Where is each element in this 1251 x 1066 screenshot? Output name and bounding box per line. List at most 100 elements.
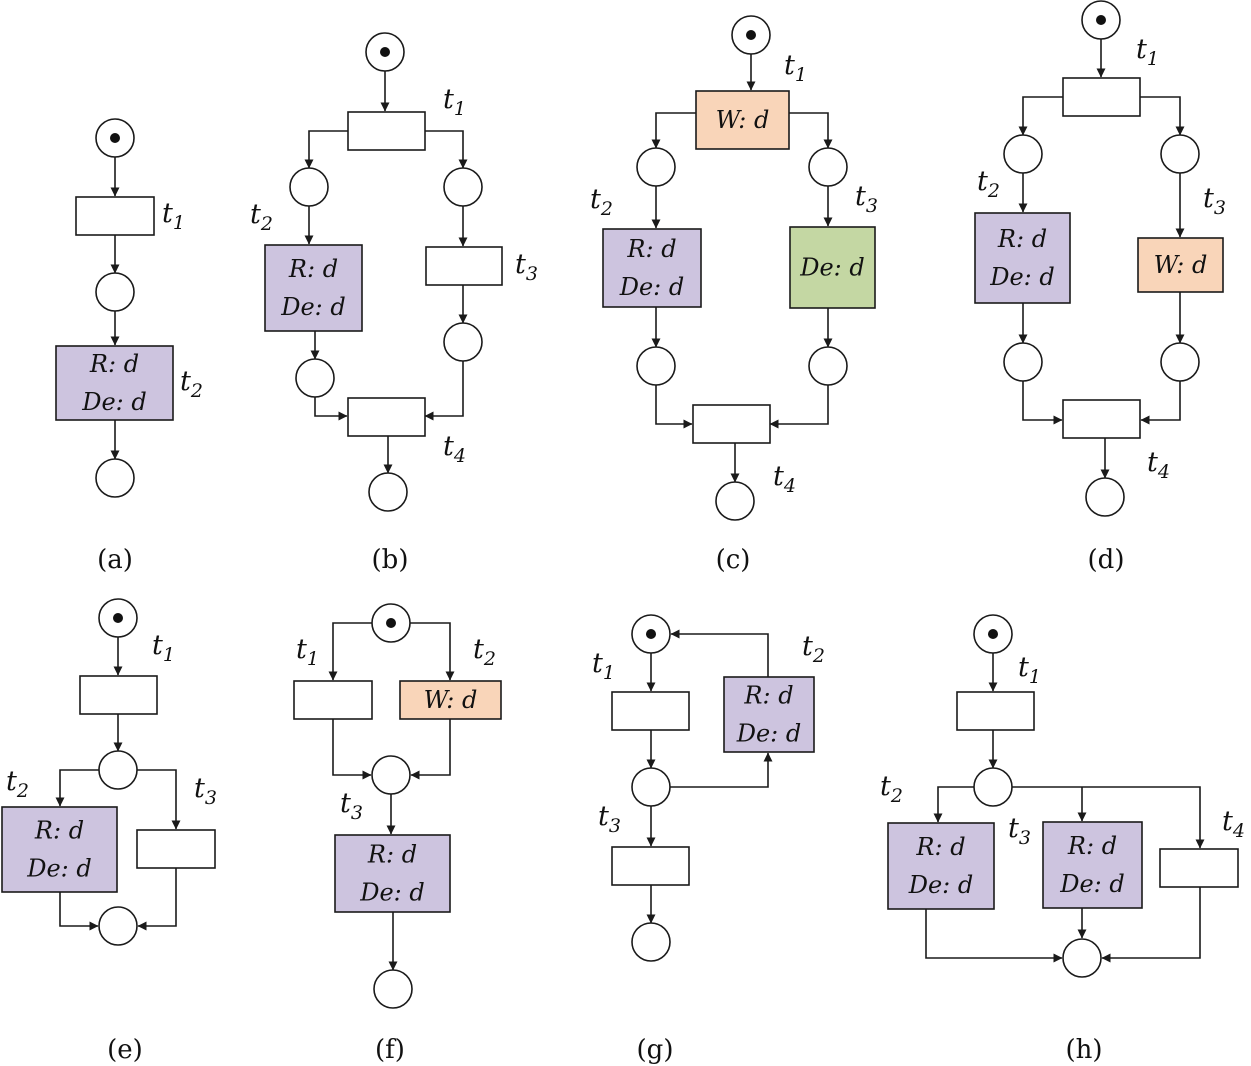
token [113,613,123,623]
transition-annotation: R: d [743,682,793,710]
place [1003,134,1043,174]
transition [611,846,690,886]
transition [956,691,1035,731]
arc [1018,96,1063,136]
transition: De: d [789,226,876,309]
transition-label: t3 [515,249,538,285]
transition-annotation: De: d [359,879,425,907]
transition [136,829,216,869]
initial-place [631,614,671,654]
arc [55,769,99,807]
transition: R: d De: d [1,806,118,893]
transition: R: d De: d [264,244,363,332]
panel-caption: (e) [107,1035,143,1065]
transition-annotation: De: d [619,273,685,301]
panel-caption: (d) [1088,545,1125,575]
arc [1101,887,1201,963]
arc [670,752,773,788]
transition-label: t1 [443,84,466,120]
transition-label: t2 [802,631,825,667]
arc [789,112,833,149]
transition-annotation: W: d [1154,251,1208,279]
transition-label: t4 [443,431,466,467]
panel-caption: (c) [716,545,751,575]
arc [59,892,99,931]
transition: W: d [1137,237,1224,293]
transition-annotation: R: d [89,350,139,378]
token [380,47,390,57]
arc [1022,381,1063,425]
place [368,472,408,512]
transition [79,675,158,715]
transition [347,111,426,151]
arc [933,786,974,823]
transition-annotation: De: d [26,855,92,883]
transition-annotation: De: d [280,293,346,321]
arc [328,622,372,681]
place [631,767,671,807]
place [98,906,138,946]
transition-annotation: De: d [799,254,865,282]
transition: R: dDe: d [55,345,174,421]
transition [347,397,426,437]
arc [1140,381,1181,425]
arc [304,130,348,169]
transition-label: t2 [250,199,273,235]
panel-caption: (g) [637,1035,674,1065]
transition-label: t3 [855,181,878,217]
transition-annotation: R: d [367,841,417,869]
transition-annotation: R: d [34,817,84,845]
place [295,358,335,398]
token [988,629,998,639]
place [443,322,483,362]
token [1096,15,1106,25]
place [1160,134,1200,174]
arc [137,868,177,931]
transition-annotation: R: d [288,255,338,283]
panel-caption: (f) [375,1035,405,1065]
arc [655,385,693,429]
place [631,922,671,962]
transition: R: dDe: d [887,822,995,910]
panel-caption: (h) [1065,1035,1102,1065]
transition: R: dDe: d [1042,821,1143,909]
place [443,167,483,207]
arc [410,719,451,780]
transition-annotation: R: d [1067,832,1117,860]
initial-place [365,32,405,72]
transition-label: t2 [6,766,29,802]
arc [925,909,1063,963]
transition-label: t4 [773,461,796,497]
panel-caption: (a) [97,545,133,575]
transition-label: t1 [1018,652,1041,688]
transition-label: t1 [1136,34,1159,70]
transition-label: t1 [592,648,615,684]
transition [293,680,373,720]
transition-label: t2 [473,634,496,670]
transition: R: dDe: d [974,212,1071,304]
place [371,755,411,795]
transition-label: t3 [1008,813,1031,849]
initial-place [1081,0,1121,40]
place [973,767,1013,807]
transition-label: t4 [1147,447,1170,483]
transition-label: t2 [880,771,903,807]
transition [75,196,155,236]
token [386,618,396,628]
panel-caption: (b) [372,545,409,575]
initial-place [98,598,138,638]
transition-label: t3 [1203,183,1226,219]
transition-label: t3 [194,773,217,809]
transition: R: dDe: d [602,228,702,308]
place [1062,938,1102,978]
transition: R: dDe: d [723,676,815,753]
arc [670,629,769,677]
transition [692,404,771,444]
arc [424,361,464,421]
initial-place [95,118,135,158]
